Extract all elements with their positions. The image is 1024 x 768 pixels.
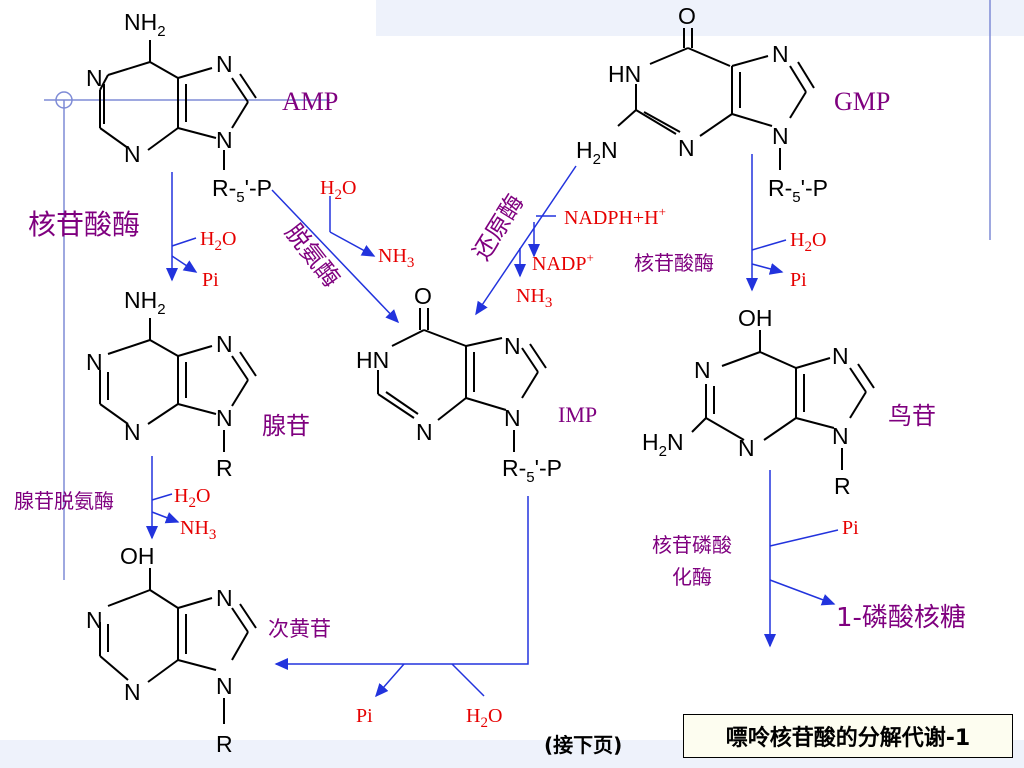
hypoxanthine-oh: OH (120, 543, 155, 569)
adenosine-n3: N (124, 419, 141, 445)
reagent-h2o-imp: H2O (466, 705, 502, 731)
guanosine-n7: N (832, 343, 849, 369)
slide-title-box: 嘌呤核苷酸的分解代谢-1 (683, 714, 1013, 758)
enzyme-nucleotidase-right: 核苷酸酶 (634, 251, 714, 275)
guanosine-n1: N (694, 357, 711, 383)
ribose-1-phosphate-label: 1-磷酸核糖 (836, 603, 966, 633)
amp-nh2-label: NH2 (124, 9, 166, 40)
branch-h2o-amp (171, 237, 197, 247)
guanosine-h2n: H2N (642, 429, 684, 460)
hypoxanthine-label: 次黄苷 (268, 617, 331, 641)
reagent-h2o-deaminase: H2O (320, 177, 356, 203)
imp-label: IMP (558, 402, 597, 427)
hypoxanthine-n1: N (86, 607, 103, 633)
amp-n3: N (124, 141, 141, 167)
reagent-pi-phosphorylase: Pi (842, 517, 859, 539)
gmp-label: GMP (834, 87, 890, 116)
hypoxanthine-r: R (216, 731, 233, 757)
enzyme-phosphorylase-line2: 化酶 (672, 565, 712, 589)
branch-ribose1p (769, 579, 836, 606)
hypoxanthine-structure (99, 568, 257, 724)
arrow-imp-hypoxanthine (274, 496, 529, 670)
amp-n1: N (86, 65, 103, 91)
reagent-pi-amp: Pi (202, 269, 219, 291)
amp-label: AMP (282, 87, 338, 116)
reagent-h2o-ada: H2O (174, 485, 210, 511)
branch-h2o-gmp (751, 239, 787, 251)
gmp-structure (617, 28, 815, 170)
adenosine-n1: N (86, 349, 103, 375)
guanosine-n3: N (738, 435, 755, 461)
gmp-hn: HN (608, 61, 641, 87)
branch-nh3-deaminase (329, 231, 376, 257)
gmp-o: O (678, 3, 696, 29)
hypoxanthine-n9: N (216, 673, 233, 699)
adenosine-n9: N (216, 405, 233, 431)
amp-structure (99, 40, 257, 170)
reagent-pi-gmp: Pi (790, 269, 807, 291)
reagent-nh3-deaminase: NH3 (378, 245, 414, 271)
reagent-nh3-reductase: NH3 (516, 285, 552, 311)
branch-pi-phosphorylase (769, 529, 839, 547)
branch-h2o-imp (451, 663, 485, 697)
enzyme-deaminase: 脱氨酶 (279, 218, 345, 292)
enzyme-adenosine-deaminase: 腺苷脱氨酶 (14, 489, 114, 513)
reagent-nh3-ada: NH3 (180, 517, 216, 543)
branch-pi-imp (375, 663, 405, 698)
slide-title: 嘌呤核苷酸的分解代谢-1 (725, 726, 971, 751)
gmp-r5p-label: R-5'-P (768, 175, 828, 206)
adenosine-nh2: NH2 (124, 287, 166, 318)
enzyme-phosphorylase-line1: 核苷磷酸 (652, 533, 732, 557)
imp-structure (377, 308, 547, 452)
reagent-pi-imp: Pi (356, 705, 373, 727)
branch-pi-amp (171, 255, 198, 273)
hypoxanthine-n7: N (216, 585, 233, 611)
imp-r5p-label: R-5'-P (502, 455, 562, 486)
reagent-nadp: NADP+ (532, 250, 594, 275)
reaction-arrows (146, 154, 839, 698)
amp-n9: N (216, 127, 233, 153)
adenosine-label: 腺苷 (262, 412, 310, 440)
guanosine-n9: N (832, 423, 849, 449)
amp-r5p-label: R-5'-P (212, 175, 272, 206)
reagent-h2o-gmp: H2O (790, 229, 826, 255)
imp-n7: N (504, 333, 521, 359)
adenosine-n7: N (216, 331, 233, 357)
adenosine-structure (99, 318, 257, 452)
arrow-amp-imp (271, 189, 400, 324)
imp-n9: N (504, 405, 521, 431)
next-page-note: (接下页) (544, 733, 622, 757)
arrow-gmp-imp (475, 165, 577, 316)
branch-nh3-ada (151, 511, 180, 524)
imp-n3: N (416, 419, 433, 445)
reagent-nadph: NADPH+H+ (564, 204, 666, 229)
gmp-n9: N (772, 123, 789, 149)
amp-n7: N (216, 51, 233, 77)
crosshair-decoration (55, 91, 73, 109)
adenosine-r: R (216, 455, 233, 481)
enzyme-nucleotidase-left: 核苷酸酶 (28, 208, 140, 241)
guanosine-oh: OH (738, 305, 773, 331)
guanosine-label: 鸟苷 (888, 402, 936, 430)
imp-hn: HN (356, 347, 389, 373)
reagent-h2o-amp: H2O (200, 228, 236, 254)
gmp-h2n: H2N (576, 137, 618, 168)
guanosine-structure (691, 330, 875, 470)
imp-o: O (414, 283, 432, 309)
hypoxanthine-n3: N (124, 679, 141, 705)
branch-h2o-ada (151, 493, 173, 501)
gmp-n3: N (678, 135, 695, 161)
guanosine-r: R (834, 473, 851, 499)
gmp-n7: N (772, 41, 789, 67)
branch-pi-gmp (751, 263, 784, 275)
